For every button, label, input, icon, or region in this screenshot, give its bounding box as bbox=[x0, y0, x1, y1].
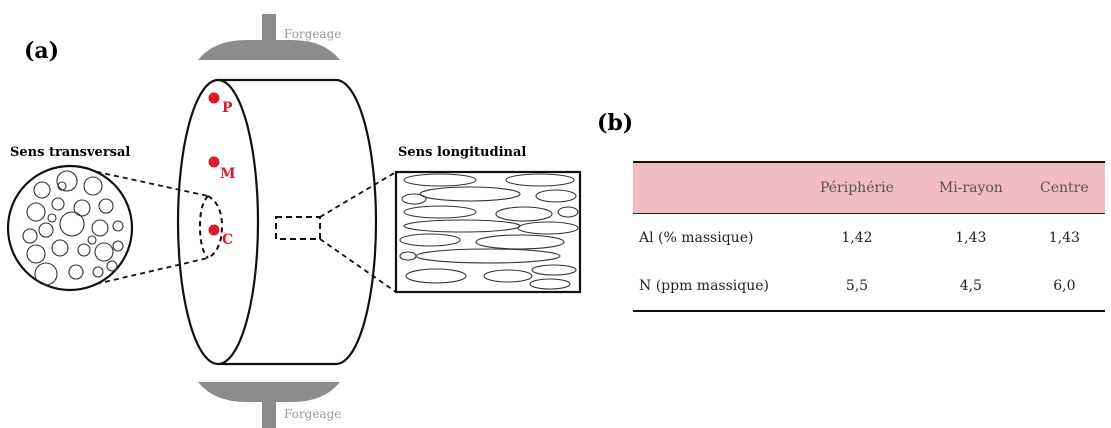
sample-point-p-label: P bbox=[222, 100, 233, 116]
sample-point-m-label: M bbox=[220, 166, 236, 182]
longitudinal-sample-marker bbox=[275, 171, 397, 293]
composition-table: Périphérie Mi-rayon Centre Al (% massiqu… bbox=[633, 161, 1105, 312]
forge-label-top: Forgeage bbox=[284, 27, 341, 41]
table-cell: 1,43 bbox=[917, 213, 1024, 262]
panel-b-label: (b) bbox=[597, 110, 633, 136]
table-header-mi-rayon: Mi-rayon bbox=[938, 180, 1003, 196]
table-cell: 1,43 bbox=[1023, 213, 1105, 262]
table-cell: 1,42 bbox=[796, 213, 918, 262]
table-header-row: Périphérie Mi-rayon Centre bbox=[633, 163, 1105, 214]
table-header-peripherie: Périphérie bbox=[819, 180, 894, 196]
forge-label-bottom: Forgeage bbox=[284, 407, 341, 421]
sample-point-c-label: C bbox=[222, 232, 233, 248]
core-zone-outline bbox=[207, 195, 224, 259]
table-header-empty bbox=[633, 163, 796, 214]
transverse-title: Sens transversal bbox=[10, 145, 130, 160]
bottom-forging-die bbox=[198, 382, 340, 428]
table-row: N (ppm massique) 5,5 4,5 6,0 bbox=[633, 262, 1105, 310]
table-cell: 5,5 bbox=[845, 278, 869, 294]
sample-point-m bbox=[208, 156, 220, 168]
core-zone-outline-left bbox=[198, 195, 209, 259]
row-label-n: N (ppm massique) bbox=[639, 278, 770, 294]
panel-a-label: (a) bbox=[24, 38, 59, 64]
table-cell: 4,5 bbox=[959, 278, 982, 294]
row-label-al: Al (% massique) bbox=[633, 213, 796, 262]
table-header-centre: Centre bbox=[1040, 180, 1089, 196]
longitudinal-title: Sens longitudinal bbox=[398, 145, 526, 160]
billet-cylinder bbox=[176, 78, 378, 366]
longitudinal-section bbox=[394, 170, 582, 294]
sample-point-c bbox=[208, 224, 220, 236]
table-cell: 6,0 bbox=[1053, 278, 1076, 294]
transverse-section bbox=[6, 164, 209, 292]
table-row: Al (% massique) 1,42 1,43 1,43 bbox=[633, 213, 1105, 262]
sample-point-p bbox=[208, 92, 220, 104]
top-forging-die bbox=[198, 14, 340, 60]
